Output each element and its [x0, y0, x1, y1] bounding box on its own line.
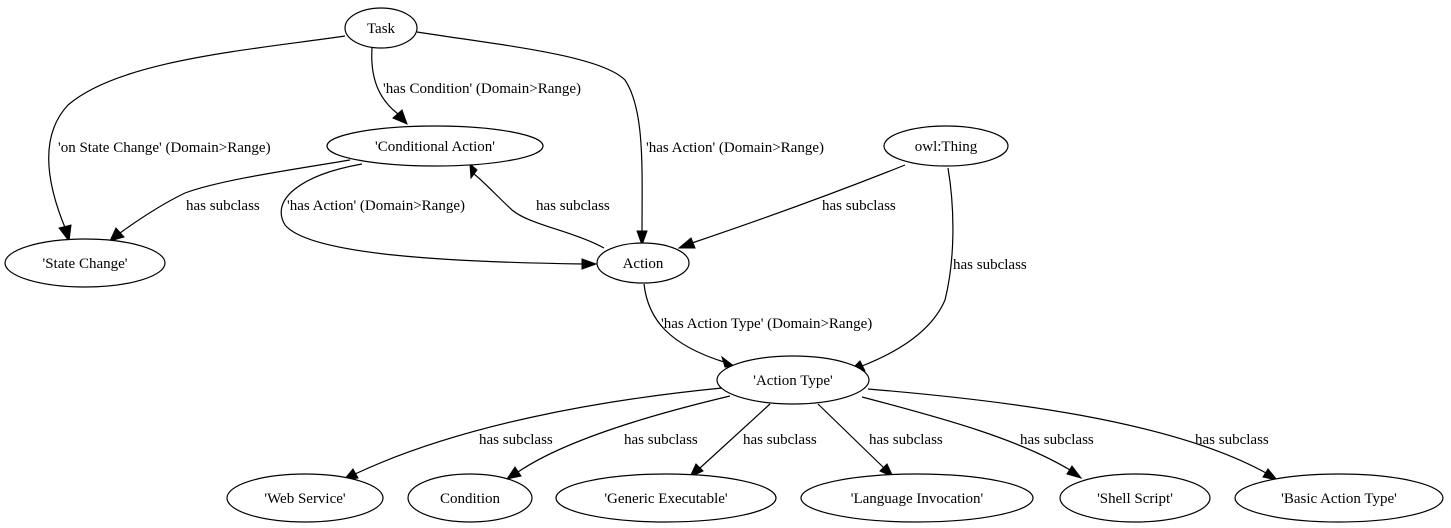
edge-conditional-action-state-change: has subclass	[109, 159, 351, 242]
edge-label: has subclass	[1020, 432, 1094, 448]
node-condition: Condition	[407, 473, 533, 523]
node-label: 'Action Type'	[753, 373, 833, 389]
edge-action-type-condition: has subclass	[505, 395, 731, 480]
node-label: 'State Change'	[43, 256, 128, 272]
node-web-service: 'Web Service'	[226, 473, 384, 523]
node-generic-executable: 'Generic Executable'	[555, 473, 777, 523]
edge-task-state-change: 'on State Change' (Domain>Range)	[48, 35, 346, 243]
node-language-invocation: 'Language Invocation'	[800, 473, 1034, 523]
edge-conditional-action-action: 'has Action' (Domain>Range)	[280, 163, 598, 270]
node-label: 'Language Invocation'	[851, 491, 984, 507]
edge-label: 'has Action Type' (Domain>Range)	[661, 316, 872, 332]
edge-action-type-web-service: has subclass	[342, 387, 723, 481]
edge-label: has subclass	[953, 257, 1027, 273]
node-task: Task	[344, 7, 418, 49]
node-action-type: 'Action Type'	[716, 355, 870, 405]
edge-action-type-language-invocation: has subclass	[817, 403, 943, 479]
edge-label: has subclass	[479, 432, 553, 448]
node-shell-script: 'Shell Script'	[1059, 473, 1211, 523]
node-action: Action	[596, 242, 690, 284]
node-label: 'Conditional Action'	[375, 139, 495, 155]
edge-label: 'has Action' (Domain>Range)	[287, 198, 465, 214]
edge-label: has subclass	[186, 198, 260, 214]
edge-label: 'has Action' (Domain>Range)	[646, 140, 824, 156]
node-label: 'Web Service'	[264, 491, 346, 507]
node-label: owl:Thing	[915, 139, 978, 155]
node-state-change: 'State Change'	[4, 238, 166, 288]
edge-label: has subclass	[624, 432, 698, 448]
edge-action-conditional-action: has subclass	[469, 162, 610, 249]
node-label: 'Basic Action Type'	[1281, 491, 1397, 507]
node-conditional-action: 'Conditional Action'	[326, 125, 544, 167]
edge-task-action: 'has Action' (Domain>Range)	[416, 31, 824, 247]
node-basic-action-type: 'Basic Action Type'	[1234, 473, 1444, 523]
edge-label: has subclass	[822, 198, 896, 214]
edge-label: has subclass	[536, 198, 610, 214]
edge-label: has subclass	[1195, 432, 1269, 448]
edge-label: 'has Condition' (Domain>Range)	[383, 81, 581, 97]
edge-label: has subclass	[869, 432, 943, 448]
node-label: Action	[623, 256, 664, 272]
edge-action-type-generic-executable: has subclass	[688, 403, 817, 479]
edge-action-action-type: 'has Action Type' (Domain>Range)	[643, 283, 872, 368]
node-label: Task	[367, 21, 396, 37]
node-label: 'Shell Script'	[1097, 491, 1173, 507]
node-label: Condition	[440, 491, 501, 507]
edge-owl-thing-action: has subclass	[677, 164, 906, 249]
node-owl-thing: owl:Thing	[883, 125, 1009, 167]
edge-action-type-shell-script: has subclass	[861, 396, 1094, 479]
edge-label: 'on State Change' (Domain>Range)	[58, 140, 271, 156]
edge-task-conditional-action: 'has Condition' (Domain>Range)	[371, 47, 581, 125]
node-label: 'Generic Executable'	[604, 491, 728, 507]
edge-action-type-basic-action-type: has subclass	[867, 388, 1279, 481]
edge-label: has subclass	[743, 432, 817, 448]
